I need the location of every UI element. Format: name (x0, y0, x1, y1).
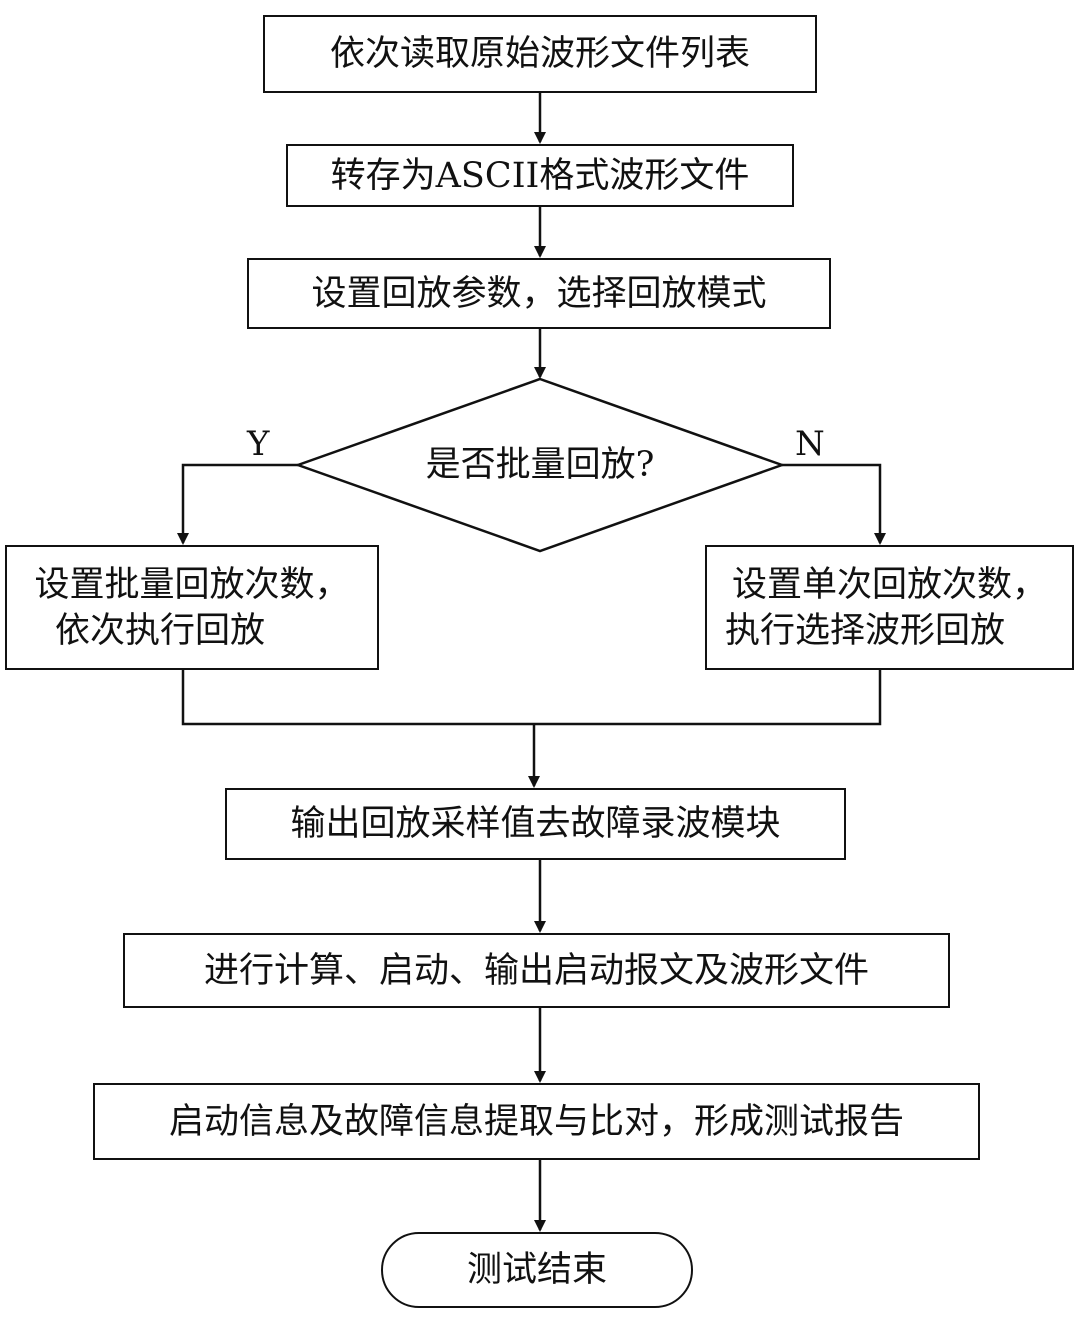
merge-line (181, 670, 882, 726)
decision-diamond (294, 377, 786, 553)
step-convert-to-ascii: 转存为ASCII格式波形文件 (286, 144, 794, 207)
step-single-playback-line1: 设置单次回放次数， (731, 564, 1047, 605)
decision-batch-playback: 是否批量回放? (380, 440, 700, 490)
step-read-waveform-list: 依次读取原始波形文件列表 (263, 15, 817, 93)
step-batch-playback-line2: 依次执行回放 (55, 610, 266, 651)
arrow-decision-yes (177, 463, 298, 545)
step-extract-and-compare: 启动信息及故障信息提取与比对，形成测试报告 (93, 1083, 980, 1160)
step-compute-and-output-label: 进行计算、启动、输出启动报文及波形文件 (203, 950, 869, 991)
step-single-playback-line2: 执行选择波形回放 (725, 610, 1006, 651)
step-set-playback-params: 设置回放参数，选择回放模式 (247, 258, 831, 329)
terminal-test-end: 测试结束 (381, 1232, 693, 1308)
step-batch-playback: 设置批量回放次数， 依次执行回放 (5, 545, 379, 670)
step-output-samples: 输出回放采样值去故障录波模块 (225, 788, 846, 860)
step-batch-playback-line1: 设置批量回放次数， (34, 564, 350, 605)
branch-label-no: N (795, 424, 825, 464)
step-set-playback-params-label: 设置回放参数，选择回放模式 (311, 273, 767, 314)
terminal-test-end-label: 测试结束 (466, 1250, 607, 1290)
step-output-samples-label: 输出回放采样值去故障录波模块 (290, 804, 781, 844)
step-single-playback: 设置单次回放次数， 执行选择波形回放 (705, 545, 1074, 670)
arrow-decision-no (782, 463, 886, 545)
decision-batch-playback-label: 是否批量回放? (425, 445, 655, 485)
step-read-waveform-list-label: 依次读取原始波形文件列表 (329, 34, 750, 74)
step-extract-and-compare-label: 启动信息及故障信息提取与比对，形成测试报告 (168, 1101, 904, 1142)
step-convert-to-ascii-label: 转存为ASCII格式波形文件 (330, 155, 750, 196)
step-compute-and-output: 进行计算、启动、输出启动报文及波形文件 (123, 933, 950, 1008)
branch-label-yes: Y (247, 424, 270, 464)
